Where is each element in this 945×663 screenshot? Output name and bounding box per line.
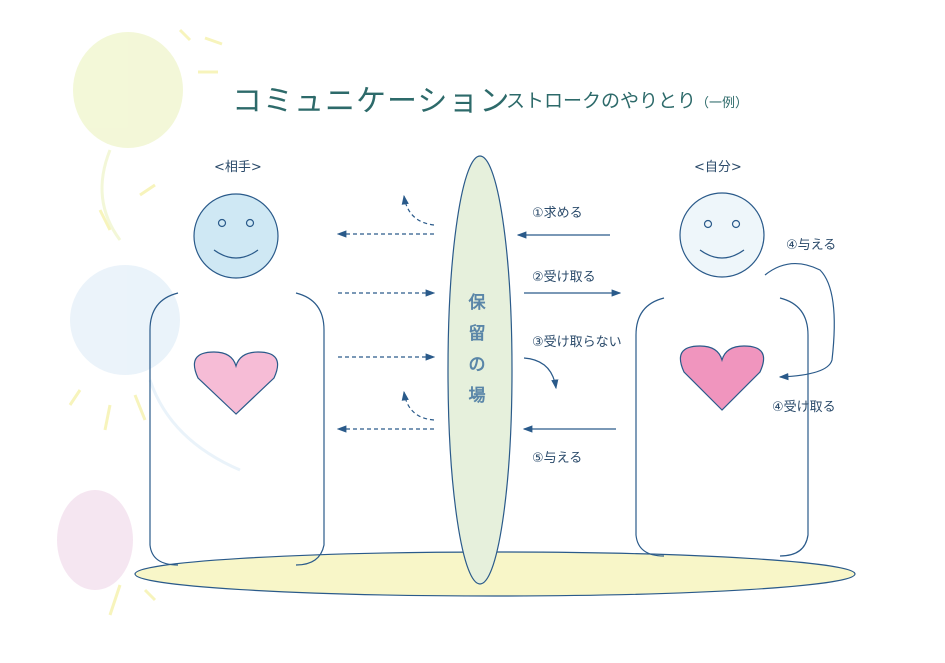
- arrow-label-5: ⑤与える: [532, 451, 583, 466]
- zone-char: 留: [468, 324, 486, 344]
- arrow-label-1: ①求める: [532, 206, 583, 221]
- zone-char: 場: [468, 386, 486, 406]
- left-person: [149, 193, 325, 566]
- right-person-label: <自分>: [694, 160, 742, 175]
- arrow-label-2: ②受け取る: [532, 270, 596, 285]
- arrow-label-4-give: ④与える: [786, 238, 837, 253]
- arrows: [336, 194, 622, 433]
- balloon-decoration: [57, 28, 241, 616]
- left-person-label: <相手>: [214, 160, 262, 175]
- zone-char: の: [468, 355, 486, 375]
- arrow-label-3: ③受け取らない: [532, 335, 622, 350]
- zone-label: 保 留 の 場: [462, 288, 492, 412]
- zone-char: 保: [468, 293, 486, 313]
- page-title: コミュニケーション: [232, 84, 511, 119]
- page-subtitle: ストロークのやりとり（一例）: [506, 86, 748, 113]
- holding-zone: [447, 155, 513, 585]
- subtitle-note: （一例）: [696, 96, 749, 111]
- subtitle-text: ストロークのやりとり: [506, 90, 697, 112]
- arrow-label-4-receive: ④受け取る: [772, 400, 836, 415]
- right-person: [635, 192, 835, 557]
